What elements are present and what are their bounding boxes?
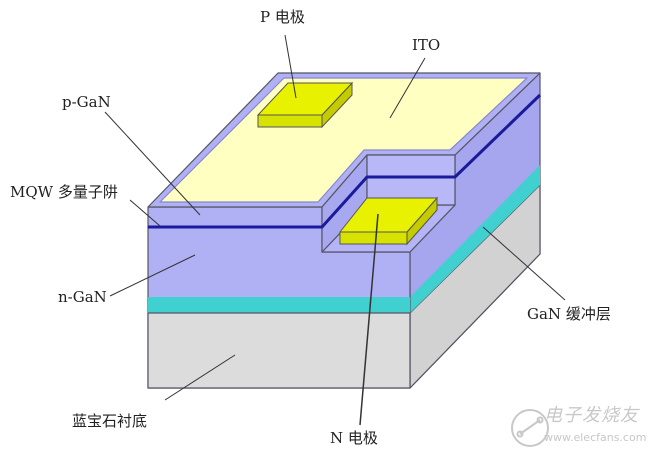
label-n-gan: n-GaN <box>58 288 107 306</box>
watermark-name: 电子发烧友 <box>544 405 639 426</box>
leader-mqw <box>129 199 161 227</box>
leader-ngan <box>109 254 196 297</box>
mqw-layer <box>148 93 542 229</box>
label-ito: ITO <box>412 36 441 54</box>
leader-n-electrode <box>359 213 379 426</box>
label-n-electrode: N 电极 <box>330 429 378 447</box>
label-gan-buffer: GaN 缓冲层 <box>527 305 611 323</box>
leader-ito <box>389 57 426 119</box>
label-p-gan: p-GaN <box>62 93 111 111</box>
watermark-logo <box>511 409 549 447</box>
p-electrode <box>256 81 354 129</box>
leader-p-electrode <box>284 34 297 99</box>
leader-pgan <box>104 111 201 216</box>
leader-sapphire <box>164 354 236 401</box>
watermark-url: www.elecfans.com <box>544 431 647 444</box>
front-buffer-layer <box>148 297 410 313</box>
label-mqw: MQW 多量子阱 <box>10 183 118 201</box>
ito-layer <box>159 77 528 203</box>
watermark: 电子发烧友 www.elecfans.com <box>510 405 650 450</box>
front-substrate-layer <box>147 312 411 389</box>
right-face-buffer <box>410 165 540 313</box>
label-p-electrode: P 电极 <box>260 8 305 26</box>
label-sapphire: 蓝宝石衬底 <box>72 412 148 430</box>
n-electrode <box>338 196 439 246</box>
leader-buffer <box>482 226 566 301</box>
